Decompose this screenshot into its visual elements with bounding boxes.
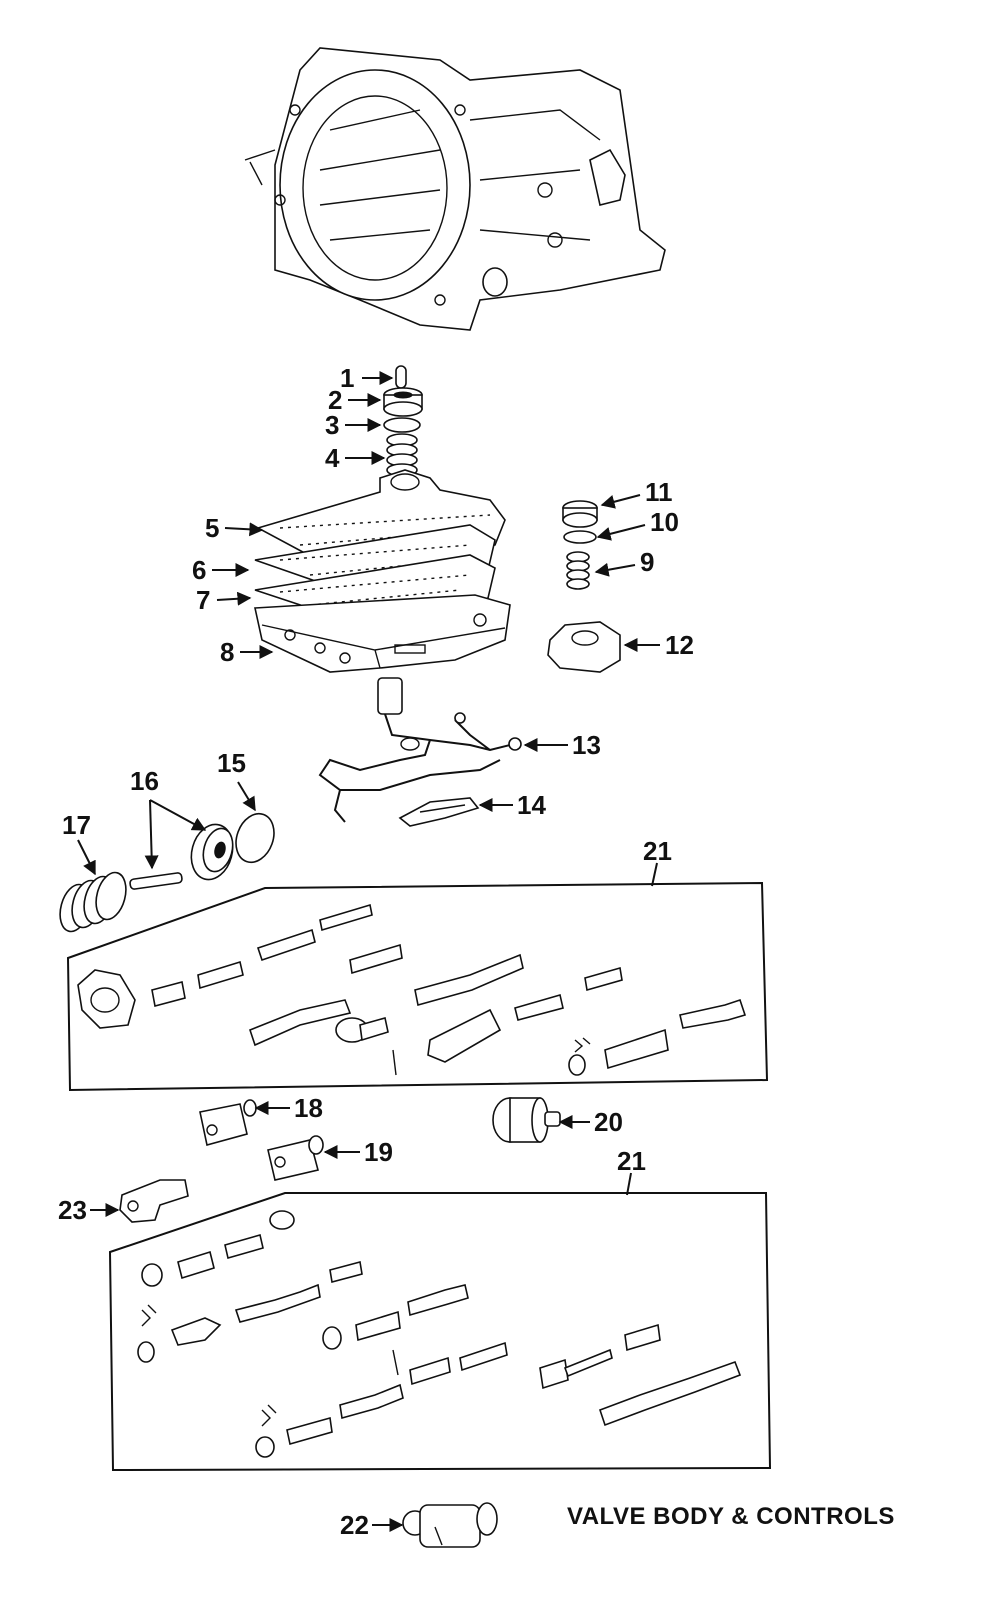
callout-23: 23 [58,1195,87,1225]
wiring-harness-13 [318,677,522,823]
spring-part [386,433,418,477]
callout-16: 16 [130,766,159,796]
pin-part-16 [129,872,183,890]
o-ring-part-15 [235,812,275,864]
callout-10: 10 [650,507,679,537]
arrow-17 [77,839,96,876]
leader-lines [77,371,660,1532]
solenoid-18 [199,1099,257,1146]
callout-19: 19 [364,1137,393,1167]
callout-18: 18 [294,1093,323,1123]
piston-part-16 [190,823,234,881]
valve-kit-box-lower [108,1192,772,1472]
spring-part-9 [566,551,590,590]
solenoid-20 [492,1097,561,1143]
arrow-15 [237,781,256,812]
valve-kit-box-upper [66,881,769,1092]
o-ring-part-10 [563,530,597,544]
o-ring-part [383,417,421,433]
callout-21-lower: 21 [617,1146,646,1176]
callout-8: 8 [220,637,234,667]
arrow-10 [596,524,646,541]
callout-17: 17 [62,810,91,840]
spring-part-17 [59,871,127,933]
leader-21b [626,1172,632,1196]
solenoid-19 [267,1135,324,1181]
transmission-case [244,47,666,331]
callout-1: 1 [340,363,354,393]
sensor-14 [398,797,480,827]
callout-20: 20 [594,1107,623,1137]
arrow-7 [216,591,252,606]
sensor-23 [119,1179,189,1223]
arrow-16a [149,799,207,831]
callout-7: 7 [196,585,210,615]
arrow-16b [144,799,159,870]
callout-21-upper: 21 [643,836,672,866]
callout-14: 14 [517,790,546,820]
accumulator-housing-12 [547,621,621,673]
callout-12: 12 [665,630,694,660]
callout-9: 9 [640,547,654,577]
sensor-22 [402,1502,498,1548]
callout-2: 2 [328,385,342,415]
callout-6: 6 [192,555,206,585]
arrow-11 [600,494,641,509]
callout-3: 3 [325,410,339,440]
callout-labels: 1 2 3 4 5 6 7 8 9 10 11 12 13 14 15 16 1… [58,363,694,1540]
callout-22: 22 [340,1510,369,1540]
pin-part [395,365,407,389]
valve-body-assembly [254,594,511,673]
diagram-caption: VALVE BODY & CONTROLS [567,1503,895,1530]
callout-5: 5 [205,513,219,543]
callout-11: 11 [645,477,673,507]
arrow-9 [594,562,636,577]
leader-21a [651,862,658,887]
arrow-5 [224,522,264,537]
plug-part-11 [562,500,598,528]
callout-15: 15 [217,748,246,778]
callout-13: 13 [572,730,601,760]
callout-4: 4 [325,443,340,473]
plug-part [383,387,423,417]
